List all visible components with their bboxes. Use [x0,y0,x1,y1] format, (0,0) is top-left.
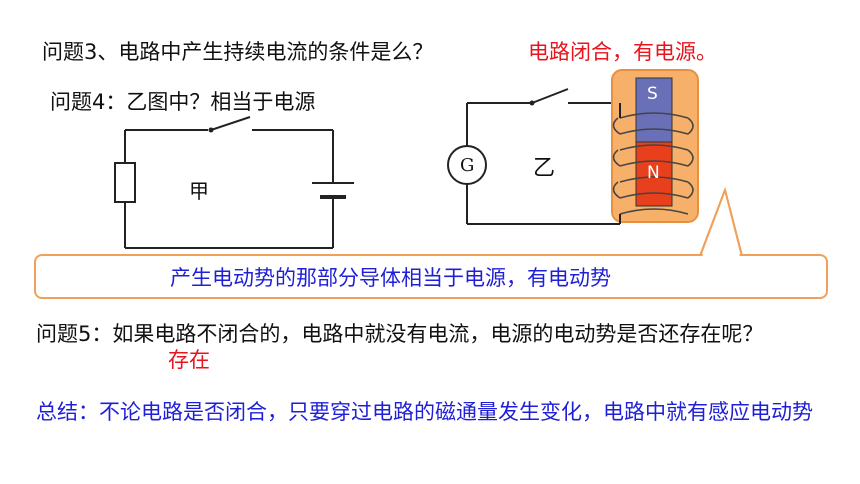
question-5-answer: 存在 [168,348,210,372]
circuit-yi [447,88,620,225]
callout-box [34,254,828,299]
magnet-north-label: N [647,163,660,183]
circuit-jia [114,116,354,249]
question-3-answer: 电路闭合，有电源。 [528,40,717,64]
label-yi: 乙 [533,156,556,181]
switch-jia [210,116,251,131]
galvanometer-label: G [460,155,475,176]
switch-yi [531,88,569,104]
question-3: 问题3、电路中产生持续电流的条件是么？ [42,40,434,64]
question-4: 问题4：乙图中？相当于电源 [50,90,316,114]
question-5: 问题5：如果电路不闭合的，电路中就没有电流，电源的电动势是否还存在呢？ [36,322,764,346]
resistor [114,162,136,203]
callout-text: 产生电动势的那部分导体相当于电源，有电动势 [170,266,611,290]
coil [612,112,694,215]
magnet-south-label: S [647,84,658,104]
magnet-north-pole [635,141,673,207]
galvanometer [447,145,487,185]
label-jia: 甲 [189,179,209,203]
magnet-south-pole [635,77,673,143]
summary: 总结：不论电路是否闭合，只要穿过电路的磁通量发生变化，电路中就有感应电动势 [36,400,813,424]
